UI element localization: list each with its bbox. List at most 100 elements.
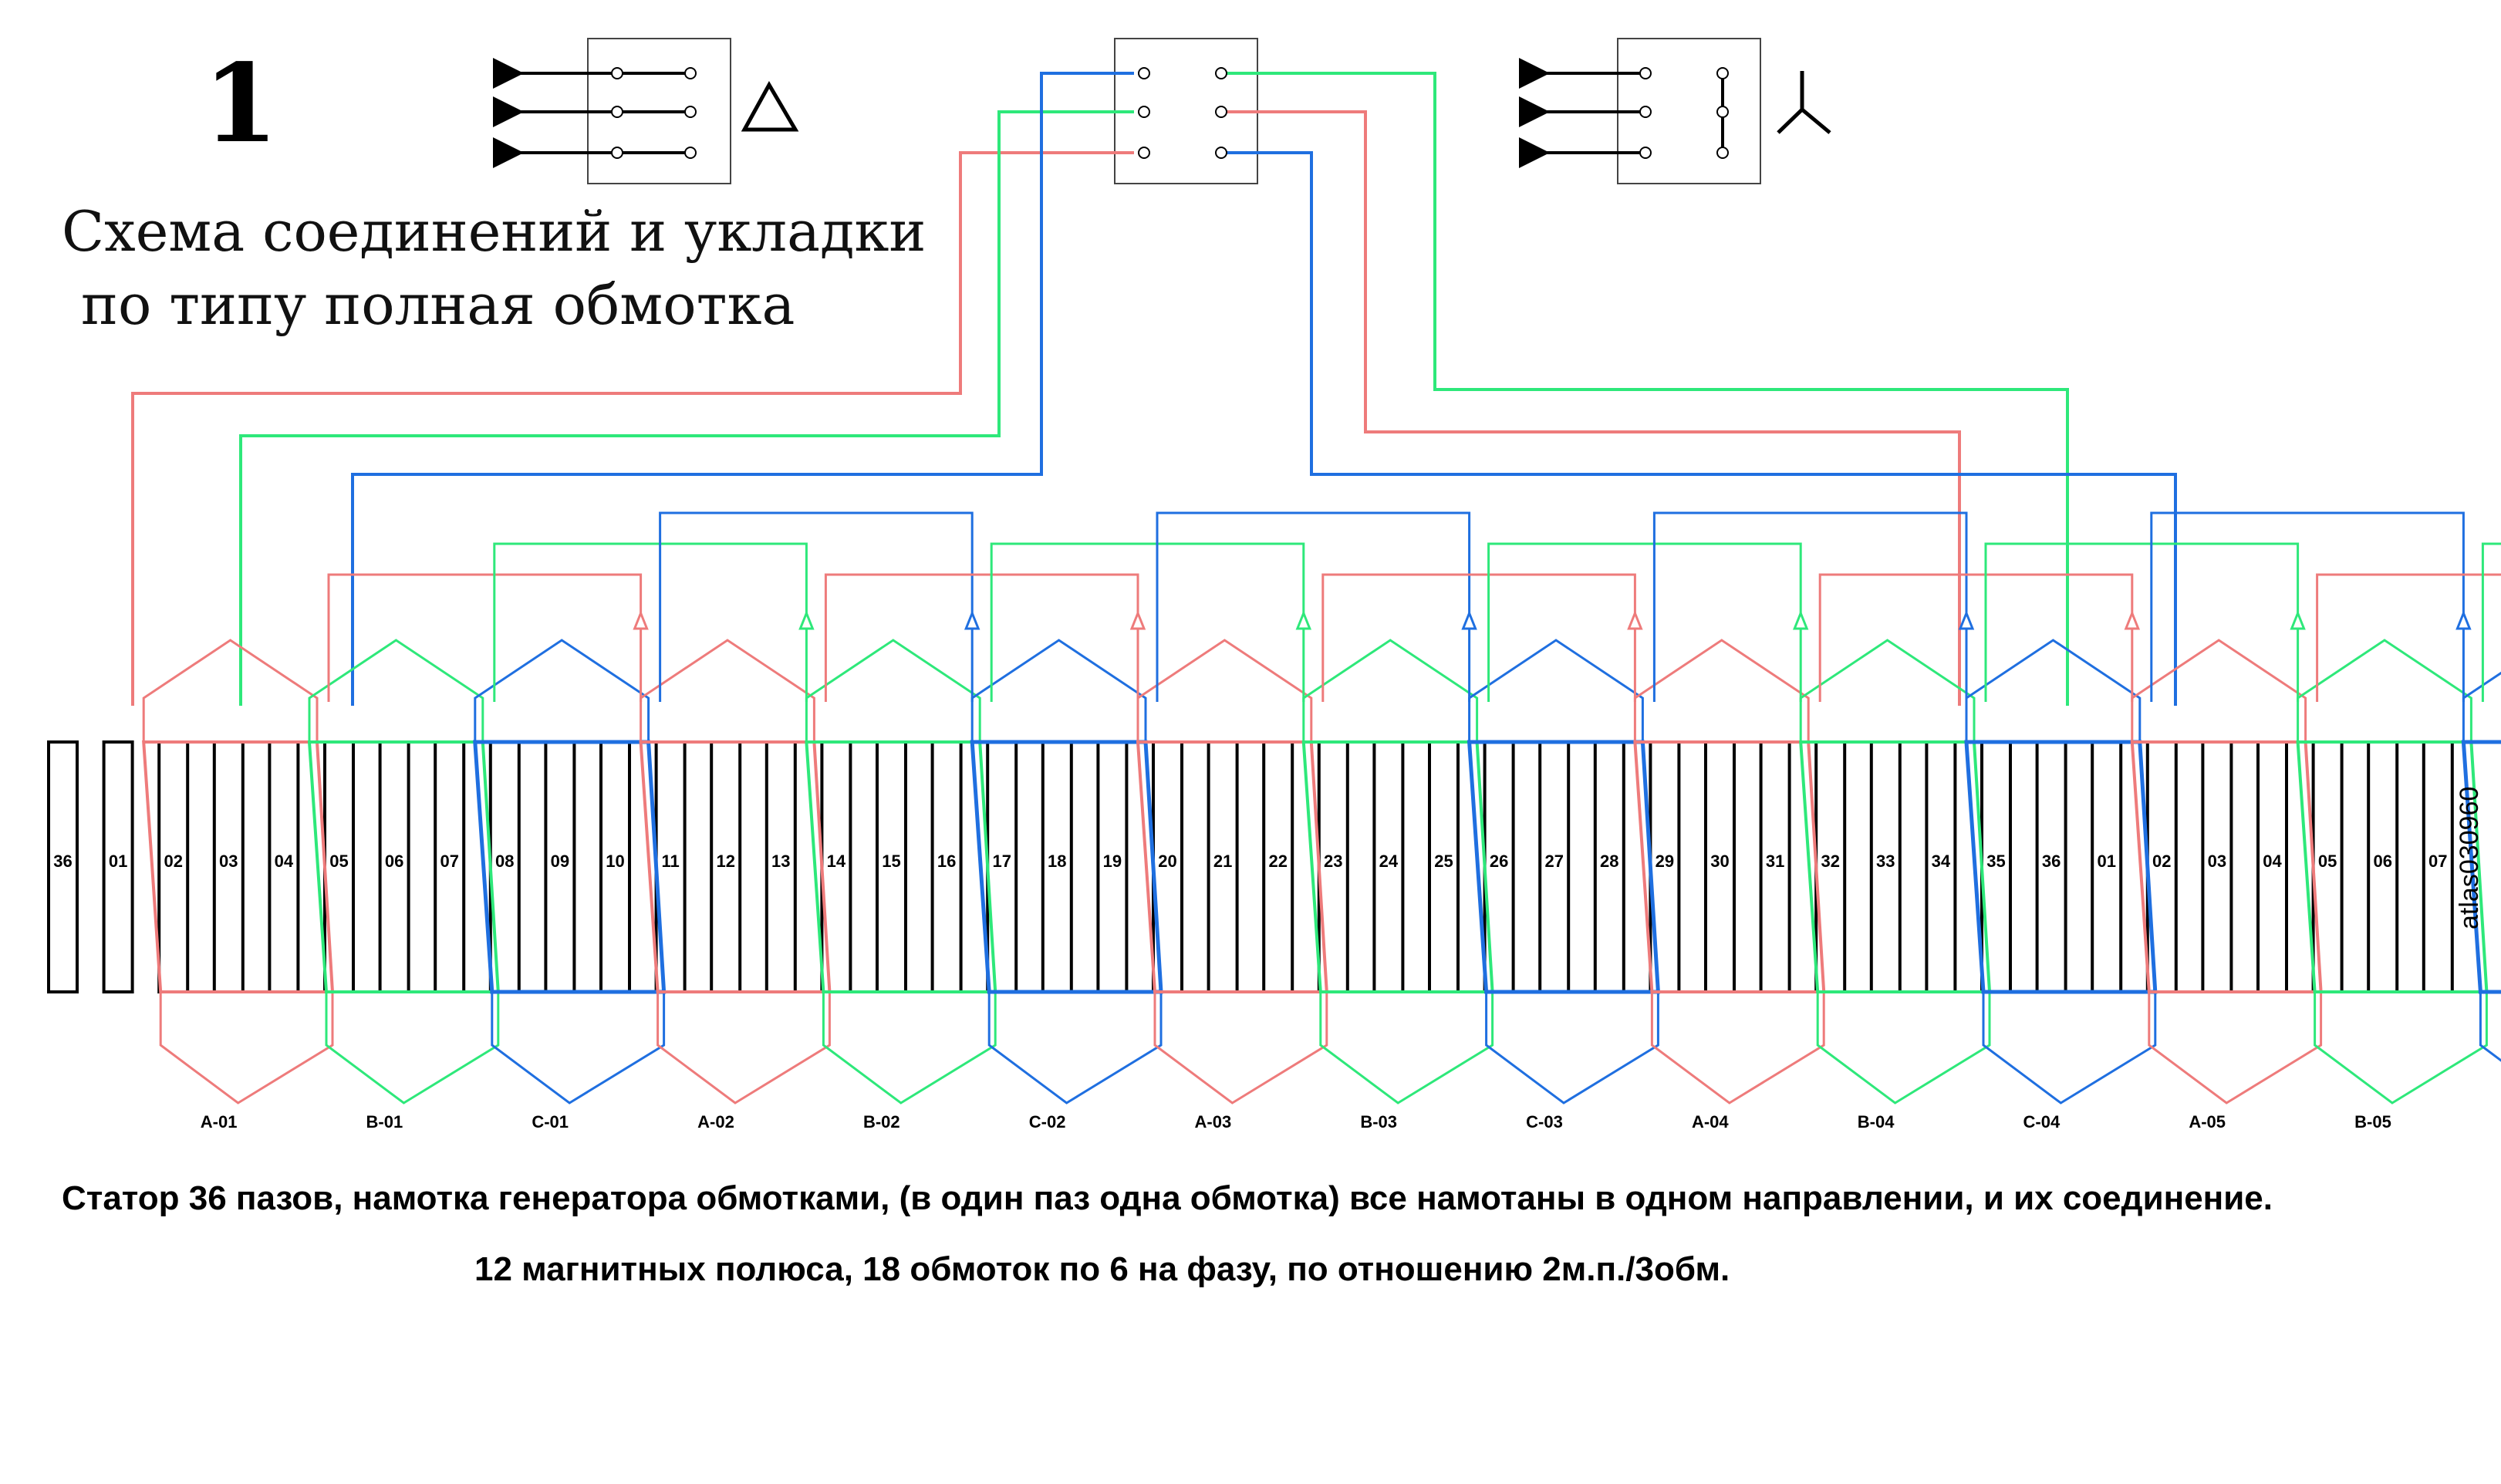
series-jumper: [1818, 573, 2134, 702]
stator-slot: 04: [2256, 740, 2288, 993]
stator-slot: 30: [1704, 740, 1736, 993]
slot-label: 17: [992, 852, 1011, 871]
caption-line-2: 12 магнитных полюса, 18 обмоток по 6 на …: [474, 1250, 1730, 1288]
slot-label: 01: [2097, 852, 2115, 871]
slot-label: 15: [882, 852, 900, 871]
stator-slot: 03: [212, 740, 245, 993]
stator-slot: 24: [1372, 740, 1405, 993]
stator-slot: 13: [764, 740, 797, 993]
stator-slot: 10: [599, 740, 631, 993]
coil-label: B-05: [2354, 1112, 2391, 1132]
coil-groups: [142, 511, 2501, 1105]
slot-label: 25: [1434, 852, 1453, 871]
terminal-post: [1215, 67, 1227, 79]
riser-arrow: [633, 609, 649, 630]
stator-slot: 15: [876, 740, 907, 993]
slot-label: 02: [2152, 852, 2171, 871]
lead-wire: [1221, 110, 1961, 706]
slot-label: 08: [495, 852, 514, 871]
slot-label: 16: [937, 852, 956, 871]
slot-label: 36: [2042, 852, 2061, 871]
slot-label: 35: [1986, 852, 2005, 871]
slot-label: 34: [1932, 852, 1951, 871]
slot-label: 24: [1379, 852, 1399, 871]
stator-slot: 06: [378, 740, 410, 993]
series-jumper: [824, 573, 1139, 702]
coil-label: C-02: [1029, 1112, 1066, 1132]
stator-slot: 18: [1041, 740, 1073, 993]
lead-wire: [351, 72, 1134, 706]
riser-arrow: [1792, 609, 1809, 630]
stator-slot: 27: [1538, 740, 1571, 993]
riser-arrow: [2290, 609, 2306, 630]
series-jumper: [659, 511, 974, 702]
coil-label: C-01: [532, 1112, 569, 1132]
stator-slot: 36: [2035, 740, 2067, 993]
terminal-post: [1215, 106, 1227, 118]
slot-label: 04: [275, 852, 294, 871]
riser-arrow: [964, 609, 980, 630]
stator-slot: 07: [2422, 740, 2454, 993]
stator-slot: 31: [1759, 740, 1791, 993]
slot-label: 33: [1876, 852, 1895, 871]
slot-label: 27: [1544, 852, 1563, 871]
series-jumper: [2150, 511, 2465, 702]
series-jumper: [2316, 573, 2501, 702]
series-jumper: [1156, 511, 1471, 702]
riser-arrow: [1958, 609, 1975, 630]
slot-label: 04: [2263, 852, 2282, 871]
delta-terminal-box: [493, 38, 731, 184]
slot-label: 05: [329, 852, 348, 871]
phase-lead-wires: [131, 72, 2177, 706]
stator-slot: 06: [2367, 740, 2399, 993]
riser-arrow: [1627, 609, 1643, 630]
slot-label: 02: [164, 852, 182, 871]
riser-arrow: [1461, 609, 1477, 630]
slot-label: 03: [2208, 852, 2226, 871]
stator-slot: 22: [1262, 740, 1294, 993]
slot-label: 06: [2373, 852, 2391, 871]
stator-slot: 02: [157, 740, 190, 993]
series-jumper: [990, 542, 1305, 702]
slot-label: 13: [771, 852, 790, 871]
coil-label: B-04: [1858, 1112, 1895, 1132]
title-line-1: Схема соединений и укладки: [62, 199, 926, 264]
slot-label: 21: [1213, 852, 1232, 871]
slot-label: 07: [440, 852, 458, 871]
coil-c-05: [2461, 671, 2501, 1062]
coil-label: B-01: [366, 1112, 403, 1132]
stator-slot: 01: [2091, 740, 2123, 993]
slot-label: 14: [827, 852, 846, 871]
terminal-post: [1138, 106, 1150, 118]
lead-wire: [1221, 72, 2069, 706]
coil-label: A-01: [201, 1112, 238, 1132]
lead-wire: [239, 110, 1134, 706]
series-jumper: [1487, 542, 1802, 702]
center-box-terminals: [1138, 67, 1227, 159]
slot-label: 03: [219, 852, 238, 871]
star-terminal-box: [1519, 38, 1761, 184]
slot-label: 20: [1158, 852, 1176, 871]
slot-label: 31: [1766, 852, 1784, 871]
stator-slot: 34: [1925, 740, 1957, 993]
coil-label: B-03: [1360, 1112, 1397, 1132]
slot-label: 30: [1710, 852, 1729, 871]
coil-label: C-03: [1526, 1112, 1563, 1132]
slot-label: 22: [1268, 852, 1287, 871]
stator-slot: 16: [930, 740, 963, 993]
slot-label: 32: [1821, 852, 1839, 871]
coil-label: B-02: [863, 1112, 900, 1132]
delta-symbol: [741, 80, 799, 132]
slot-label: 05: [2318, 852, 2337, 871]
slot-label: 28: [1600, 852, 1618, 871]
riser-arrow: [2455, 609, 2472, 630]
series-jumper: [1652, 511, 1968, 702]
slot-label: 12: [716, 852, 734, 871]
coil-label: A-03: [1195, 1112, 1232, 1132]
slot-label: 26: [1490, 852, 1508, 871]
coil-label: A-04: [1692, 1112, 1729, 1132]
lead-wire: [1221, 151, 2177, 706]
